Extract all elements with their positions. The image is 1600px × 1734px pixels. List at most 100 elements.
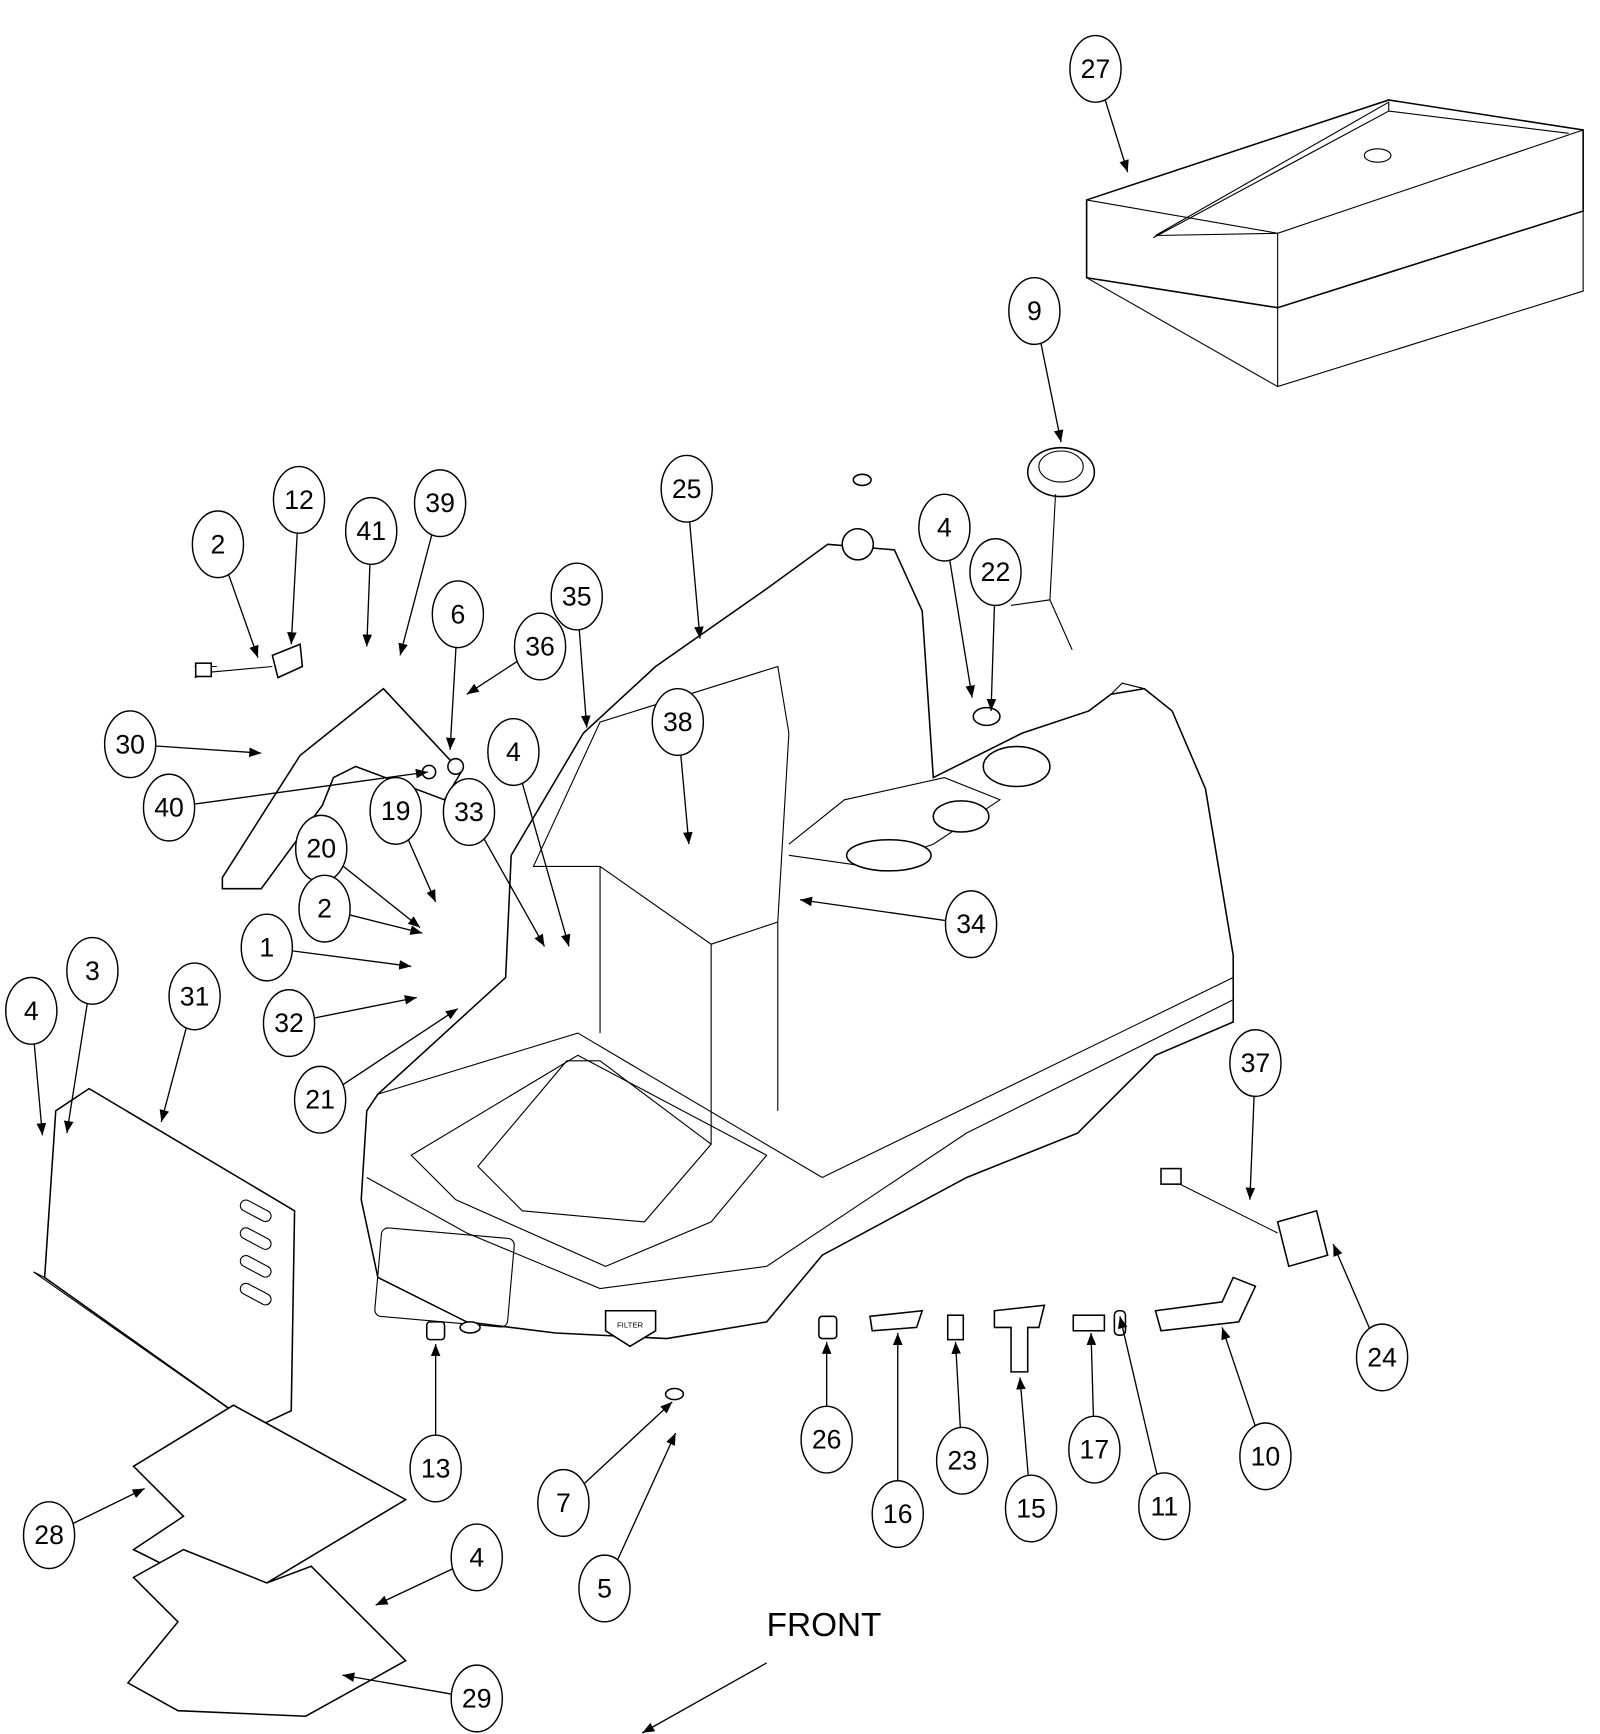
callout-bubble bbox=[1355, 1323, 1409, 1392]
callout-bubble bbox=[413, 469, 467, 538]
callout-leader-arrow bbox=[1016, 1377, 1029, 1476]
callout-bubble bbox=[409, 1434, 462, 1503]
callout-leader-arrow bbox=[407, 839, 437, 903]
callout-bubble bbox=[442, 777, 496, 847]
callout-leader-arrow bbox=[1245, 1096, 1256, 1200]
callout-leader-arrow bbox=[159, 1027, 187, 1123]
callout-leader-arrow bbox=[349, 914, 423, 935]
callout-number: 10 bbox=[1251, 1441, 1281, 1471]
callout-bubble bbox=[1239, 1422, 1292, 1491]
callout-number: 5 bbox=[597, 1573, 612, 1603]
callout-number: 6 bbox=[450, 599, 465, 629]
callout-leader-arrow bbox=[949, 560, 975, 698]
callout-bubble bbox=[369, 776, 422, 845]
callout-number: 37 bbox=[1241, 1048, 1271, 1078]
callout-number: 26 bbox=[812, 1425, 842, 1455]
callout-leader-arrow bbox=[398, 534, 433, 656]
main-body-part bbox=[360, 473, 1234, 1340]
callout-leader-arrow bbox=[616, 1432, 677, 1561]
fill-cap-part bbox=[1010, 446, 1096, 651]
callout-bubble bbox=[450, 1523, 504, 1592]
callout-leader-arrow bbox=[521, 783, 571, 947]
callout-bubble bbox=[168, 962, 221, 1031]
callout-number: 15 bbox=[1016, 1494, 1046, 1524]
mounting-bracket-part bbox=[194, 643, 465, 890]
callout-bubble bbox=[431, 580, 485, 649]
callout-bubble bbox=[272, 465, 326, 534]
callout-number: 3 bbox=[85, 956, 100, 986]
tray-part bbox=[1085, 99, 1584, 388]
callout-number: 7 bbox=[556, 1488, 571, 1518]
callout-number: 1 bbox=[259, 933, 274, 963]
callout-leader-arrow bbox=[155, 745, 262, 758]
callout-bubble bbox=[1229, 1029, 1282, 1098]
callout-bubble bbox=[293, 1065, 347, 1134]
callout-bubble bbox=[871, 1480, 925, 1549]
callout-number: 4 bbox=[937, 513, 952, 543]
callout-number: 40 bbox=[154, 793, 184, 823]
callout-number: 20 bbox=[306, 834, 336, 864]
callout-bubble bbox=[1004, 1474, 1058, 1543]
callout-number: 33 bbox=[454, 797, 484, 827]
callout-leader-arrow bbox=[292, 950, 412, 970]
callout-number: 24 bbox=[1367, 1342, 1397, 1372]
callout-number: 4 bbox=[469, 1542, 484, 1572]
callout-number: 25 bbox=[672, 474, 702, 504]
callout-leader-arrow bbox=[986, 605, 997, 711]
callout-number: 4 bbox=[24, 996, 39, 1026]
callout-leader-arrow bbox=[287, 533, 298, 645]
callout-number: 35 bbox=[562, 582, 592, 612]
front-arrow-icon bbox=[641, 1662, 768, 1734]
callout-number: 36 bbox=[525, 632, 555, 662]
callout-number: 23 bbox=[947, 1446, 977, 1476]
callout-bubble bbox=[450, 1664, 504, 1733]
callout-leader-arrow bbox=[680, 755, 693, 845]
front-direction-indicator: FRONT bbox=[641, 1607, 882, 1734]
callout-bubble bbox=[298, 874, 351, 943]
callout-number: 41 bbox=[356, 516, 386, 546]
callout-leader-arrow bbox=[466, 660, 518, 695]
callout-leader-arrow bbox=[362, 564, 373, 647]
callout-number: 9 bbox=[1027, 296, 1042, 326]
callout-leader-arrow bbox=[1104, 99, 1129, 173]
callout-bubble bbox=[918, 493, 971, 562]
callout-number: 13 bbox=[421, 1454, 451, 1484]
callout-leader-arrow bbox=[445, 647, 457, 750]
callout-leader-arrow bbox=[1332, 1243, 1371, 1329]
callout-number: 19 bbox=[381, 796, 411, 826]
callout-bubble bbox=[550, 562, 603, 631]
callout-leader-arrow bbox=[342, 1008, 459, 1086]
callout-leader-arrow bbox=[342, 865, 421, 929]
callout-leader-arrow bbox=[951, 1341, 961, 1428]
callout-leader-arrow bbox=[194, 768, 428, 805]
callout-number: 11 bbox=[1151, 1491, 1179, 1521]
callout-leader-arrow bbox=[375, 1568, 454, 1606]
callout-leader-arrow bbox=[578, 629, 591, 728]
callout-number: 22 bbox=[981, 557, 1011, 587]
callout-number: 2 bbox=[211, 529, 226, 559]
callout-leader-arrow bbox=[583, 1401, 673, 1485]
callout-number: 2 bbox=[317, 894, 332, 924]
callout-bubble bbox=[578, 1554, 631, 1623]
callout-bubble bbox=[66, 936, 119, 1005]
callout-leader-arrow bbox=[314, 995, 417, 1019]
callout-bubble bbox=[22, 1501, 76, 1570]
callout-leader-arrow bbox=[799, 896, 946, 922]
callout-bubble bbox=[1008, 276, 1061, 346]
callout-number: 27 bbox=[1081, 54, 1111, 84]
callout-bubble bbox=[142, 773, 196, 842]
front-label: FRONT bbox=[767, 1607, 882, 1644]
callout-number: 34 bbox=[956, 909, 986, 939]
callout-bubble bbox=[344, 496, 398, 566]
callout-number: 29 bbox=[462, 1683, 492, 1713]
callout-bubble bbox=[935, 1426, 989, 1495]
callout-number: 28 bbox=[34, 1520, 64, 1550]
callout-bubble bbox=[1068, 1415, 1121, 1484]
callout-bubble bbox=[5, 976, 58, 1045]
callout-leader-arrow bbox=[342, 1672, 452, 1695]
callout-leader-arrow bbox=[1086, 1332, 1097, 1417]
callout-number: 31 bbox=[180, 981, 210, 1011]
callout-leader-arrow bbox=[33, 1043, 47, 1136]
